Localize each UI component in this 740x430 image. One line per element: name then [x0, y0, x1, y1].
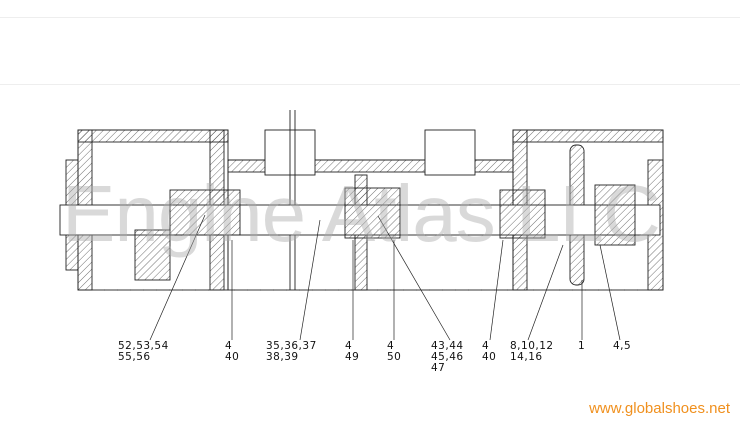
leader-lines [149, 214, 621, 341]
crankshaft [59, 184, 661, 281]
page-rule-top [0, 17, 740, 18]
page-rule-header [0, 84, 740, 85]
callout-label: 1 [578, 340, 586, 352]
site-watermark: www.globalshoes.net [589, 400, 730, 417]
watermark-text: Engine Atlas LLC [62, 169, 661, 258]
callout-label: 4,5 [613, 340, 632, 352]
